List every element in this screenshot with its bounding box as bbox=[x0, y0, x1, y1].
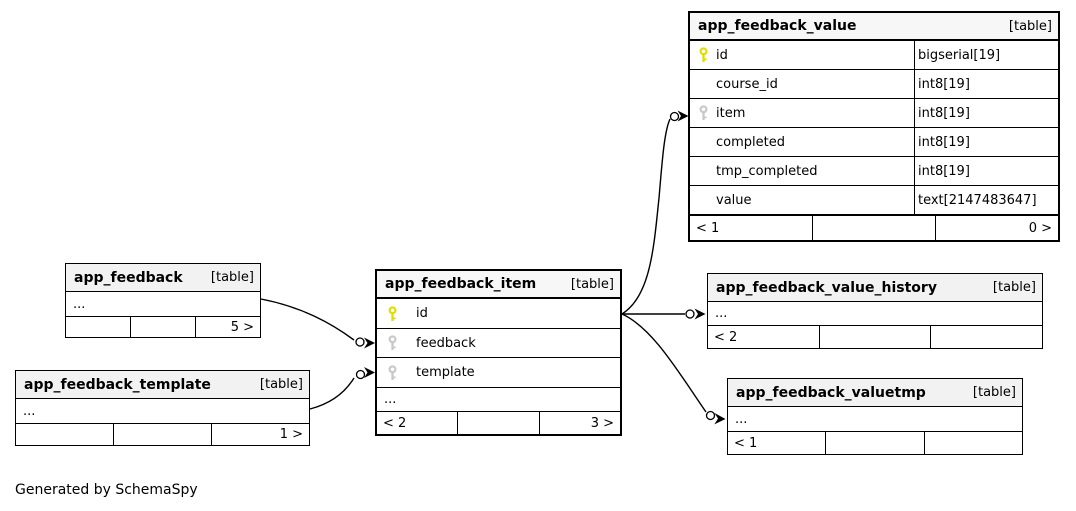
footer-parents-count: 5 > bbox=[230, 319, 254, 335]
column-row: completed int8[19] bbox=[690, 128, 1058, 157]
zero-marker bbox=[355, 369, 366, 380]
footer-children-count bbox=[16, 424, 114, 445]
table-badge: [table] bbox=[992, 280, 1036, 295]
column-name: template bbox=[416, 365, 475, 380]
column-type: bigserial[19] bbox=[914, 41, 1058, 69]
footer-parents-count: 0 > bbox=[1028, 220, 1052, 236]
arrowhead bbox=[714, 413, 726, 425]
footer-parents-count: 1 > bbox=[279, 427, 303, 442]
arrowhead bbox=[694, 308, 706, 320]
column-name: value bbox=[716, 192, 752, 208]
footer-center bbox=[813, 216, 936, 240]
footer-center bbox=[826, 432, 925, 454]
footer-center bbox=[820, 326, 932, 348]
table-footer: < 1 0 > bbox=[690, 215, 1058, 240]
column-row: template bbox=[377, 358, 620, 388]
zero-marker bbox=[669, 111, 680, 122]
table-header: app_feedback_value_history [table] bbox=[708, 274, 1042, 302]
column-name: feedback bbox=[416, 335, 476, 351]
table-badge: [table] bbox=[210, 270, 254, 285]
zero-marker bbox=[705, 410, 716, 421]
column-name: item bbox=[716, 105, 746, 121]
column-row: feedback bbox=[377, 329, 620, 358]
foreign-key-icon bbox=[690, 105, 716, 121]
zero-marker bbox=[685, 309, 695, 319]
column-type: int8[19] bbox=[914, 157, 1058, 185]
table-footer: 5 > bbox=[66, 317, 260, 337]
column-row: id bigserial[19] bbox=[690, 41, 1058, 70]
table-app-feedback[interactable]: app_feedback [table] ... 5 > bbox=[65, 263, 261, 338]
column-type: int8[19] bbox=[914, 128, 1058, 156]
column-name: id bbox=[416, 306, 428, 321]
table-app-feedback-value[interactable]: app_feedback_value [table] id bigserial[… bbox=[688, 11, 1060, 242]
columns-ellipsis: ... bbox=[16, 399, 309, 424]
table-app-feedback-valuetmp[interactable]: app_feedback_valuetmp [table] ... < 1 bbox=[727, 378, 1023, 455]
foreign-key-icon bbox=[377, 335, 407, 351]
footer-parents-count bbox=[925, 432, 1022, 454]
edge-value-item bbox=[621, 118, 671, 315]
footer-parents-count bbox=[931, 326, 1042, 348]
column-name: completed bbox=[716, 134, 785, 150]
arrowhead bbox=[677, 110, 689, 122]
table-footer: 1 > bbox=[16, 424, 309, 445]
table-footer: < 1 bbox=[728, 432, 1022, 454]
table-header: app_feedback_valuetmp [table] bbox=[728, 379, 1022, 407]
table-header: app_feedback [table] bbox=[66, 264, 260, 292]
column-type: text[2147483647] bbox=[914, 186, 1058, 214]
columns-ellipsis: ... bbox=[66, 292, 260, 317]
column-name: id bbox=[716, 47, 728, 63]
footer-children-count: < 1 bbox=[728, 432, 827, 454]
columns-ellipsis: ... bbox=[728, 407, 1022, 432]
table-app-feedback-item[interactable]: app_feedback_item [table] id feedback te… bbox=[375, 269, 622, 436]
table-title: app_feedback bbox=[74, 269, 183, 286]
column-row: course_id int8[19] bbox=[690, 70, 1058, 99]
edge-feedback bbox=[260, 298, 355, 341]
table-app-feedback-template[interactable]: app_feedback_template [table] ... 1 > bbox=[15, 370, 310, 446]
table-title: app_feedback_value bbox=[698, 18, 857, 34]
table-footer: < 2 bbox=[708, 326, 1042, 348]
table-app-feedback-value-history[interactable]: app_feedback_value_history [table] ... <… bbox=[707, 273, 1043, 349]
primary-key-icon bbox=[690, 47, 716, 63]
footer-parents-count: 3 > bbox=[590, 415, 614, 431]
footer-children-count: < 2 bbox=[708, 326, 820, 348]
table-badge: [table] bbox=[972, 385, 1016, 400]
table-header: app_feedback_item [table] bbox=[377, 271, 620, 299]
columns-ellipsis: ... bbox=[708, 302, 1042, 326]
table-badge: [table] bbox=[259, 377, 303, 392]
table-title: app_feedback_value_history bbox=[716, 279, 937, 296]
table-badge: [table] bbox=[1008, 18, 1052, 34]
generator-note: Generated by SchemaSpy bbox=[15, 482, 198, 498]
foreign-key-icon bbox=[377, 364, 407, 381]
column-row: id bbox=[377, 299, 620, 329]
column-name: tmp_completed bbox=[716, 163, 818, 179]
footer-center bbox=[131, 317, 196, 337]
edge-template bbox=[309, 377, 355, 410]
columns-ellipsis: ... bbox=[377, 388, 620, 412]
column-type: int8[19] bbox=[914, 70, 1058, 98]
column-row: item int8[19] bbox=[690, 99, 1058, 128]
edge-valuetmp bbox=[621, 313, 707, 413]
table-header: app_feedback_template [table] bbox=[16, 371, 309, 399]
table-title: app_feedback_valuetmp bbox=[736, 384, 926, 401]
footer-children-count bbox=[66, 317, 131, 337]
column-row: tmp_completed int8[19] bbox=[690, 157, 1058, 186]
primary-key-icon bbox=[377, 305, 407, 322]
footer-children-count: < 2 bbox=[377, 412, 459, 434]
table-title: app_feedback_item bbox=[385, 276, 537, 292]
footer-center bbox=[114, 424, 212, 445]
table-footer: < 2 3 > bbox=[377, 412, 620, 434]
zero-marker bbox=[355, 337, 365, 347]
arrowhead bbox=[364, 337, 375, 349]
footer-center bbox=[458, 412, 540, 434]
table-badge: [table] bbox=[570, 276, 614, 292]
column-row: value text[2147483647] bbox=[690, 186, 1058, 215]
footer-children-count: < 1 bbox=[690, 216, 813, 240]
table-header: app_feedback_value [table] bbox=[690, 13, 1058, 41]
column-type: int8[19] bbox=[914, 99, 1058, 127]
arrowhead bbox=[364, 367, 375, 378]
column-name: course_id bbox=[716, 76, 778, 92]
table-title: app_feedback_template bbox=[24, 376, 211, 393]
